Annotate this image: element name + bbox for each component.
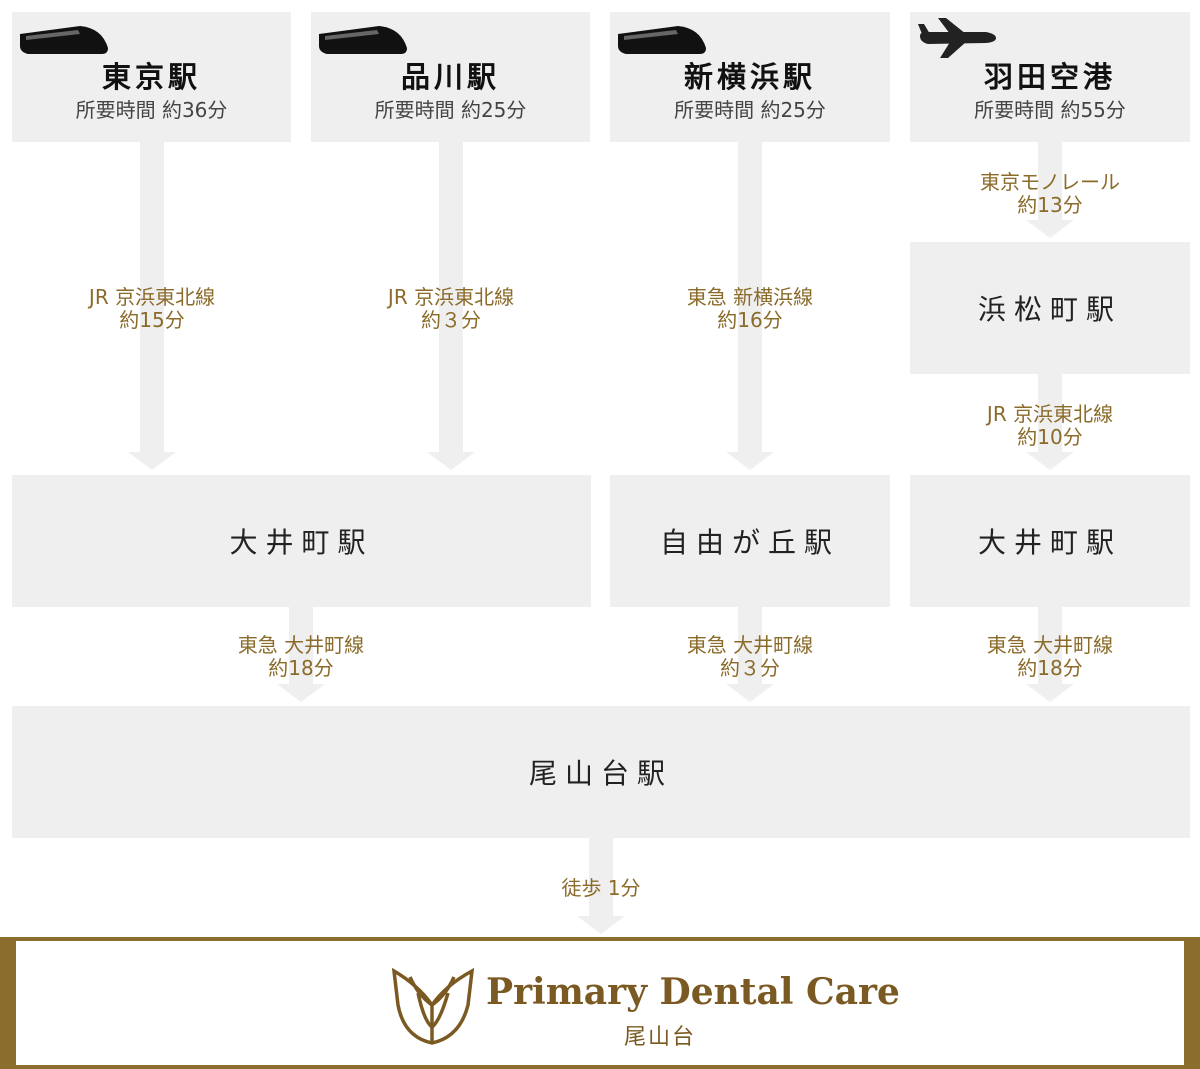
route-line: 東急 大井町線 [986, 633, 1114, 657]
route-label-monorail: 東京モノレール 約13分 [930, 171, 1170, 217]
station-name: 大井町駅 [229, 526, 374, 559]
origin-tokyo: 東京駅 所要時間 約36分 [12, 12, 291, 142]
train-icon [618, 26, 706, 54]
route-line: 東京モノレール [980, 170, 1120, 194]
station-name: 浜松町駅 [977, 293, 1122, 326]
route-label-tokyo: JR 京浜東北線 約15分 [32, 286, 272, 332]
route-label-shinyokohama: 東急 新横浜線 約16分 [630, 286, 870, 332]
origin-time: 所要時間 約55分 [974, 98, 1126, 122]
route-label-oimachi-left: 東急 大井町線 約18分 [181, 634, 421, 680]
destination-panel: Primary Dental Care 尾山台 [0, 937, 1200, 1069]
station-oyamadai: 尾山台駅 [12, 706, 1190, 838]
brand-subtitle: 尾山台 [624, 1025, 697, 1050]
station-oimachi-right: 大井町駅 [910, 475, 1190, 607]
route-time: 約３分 [421, 308, 481, 332]
arrow-hamamatsucho [1026, 372, 1074, 470]
route-label-walk: 徒歩 1分 [481, 877, 721, 900]
brand-name: Primary Dental Care [486, 971, 900, 1013]
origin-name: 品川駅 [400, 60, 500, 94]
route-time: 約13分 [1017, 193, 1083, 217]
origin-haneda: 羽田空港 所要時間 約55分 [910, 12, 1190, 142]
route-time: 約18分 [268, 656, 334, 680]
station-name: 自由が丘駅 [659, 526, 840, 559]
route-time: 約15分 [119, 308, 185, 332]
arrow-oimachi-right [1026, 604, 1074, 702]
station-hamamatsucho: 浜松町駅 [910, 242, 1190, 374]
origin-name: 新横浜駅 [683, 60, 816, 94]
route-label-oimachi-right: 東急 大井町線 約18分 [930, 634, 1170, 680]
origin-time: 所要時間 約36分 [75, 98, 228, 122]
arrow-tokyo [128, 140, 176, 470]
origin-shinagawa: 品川駅 所要時間 約25分 [311, 12, 590, 142]
station-jiyugaoka: 自由が丘駅 [610, 475, 890, 607]
origin-name: 東京駅 [101, 60, 201, 94]
arrow-shinagawa [427, 140, 475, 470]
route-time: 約16分 [717, 308, 783, 332]
route-line: JR 京浜東北線 [387, 285, 515, 309]
route-time: 約18分 [1017, 656, 1083, 680]
route-line: 東急 大井町線 [686, 633, 814, 657]
route-time: 約10分 [1017, 425, 1083, 449]
route-line: JR 京浜東北線 [88, 285, 216, 309]
route-label-hamamatsucho: JR 京浜東北線 約10分 [930, 403, 1170, 449]
station-oimachi-left: 大井町駅 [12, 475, 591, 607]
route-label-jiyugaoka: 東急 大井町線 約３分 [630, 634, 870, 680]
arrow-shinyokohama [726, 140, 774, 470]
train-icon [319, 26, 407, 54]
origin-time: 所要時間 約25分 [674, 98, 826, 122]
station-name: 尾山台駅 [528, 757, 673, 790]
origin-time: 所要時間 約25分 [374, 98, 527, 122]
origin-shinyokohama: 新横浜駅 所要時間 約25分 [610, 12, 890, 142]
route-time: 約３分 [720, 656, 780, 680]
route-line: 東急 大井町線 [237, 633, 365, 657]
route-line: JR 京浜東北線 [986, 402, 1114, 426]
route-label-shinagawa: JR 京浜東北線 約３分 [331, 286, 571, 332]
arrow-haneda [1026, 140, 1074, 238]
airplane-icon [918, 18, 996, 58]
route-line: 徒歩 1分 [561, 876, 641, 900]
train-icon [20, 26, 108, 54]
route-line: 東急 新横浜線 [686, 285, 814, 309]
arrow-walk [577, 836, 625, 934]
tulip-logo-icon [391, 967, 475, 1045]
station-name: 大井町駅 [977, 526, 1122, 559]
arrow-jiyugaoka [726, 604, 774, 702]
arrow-oimachi-left [277, 604, 325, 702]
origin-name: 羽田空港 [983, 60, 1116, 94]
